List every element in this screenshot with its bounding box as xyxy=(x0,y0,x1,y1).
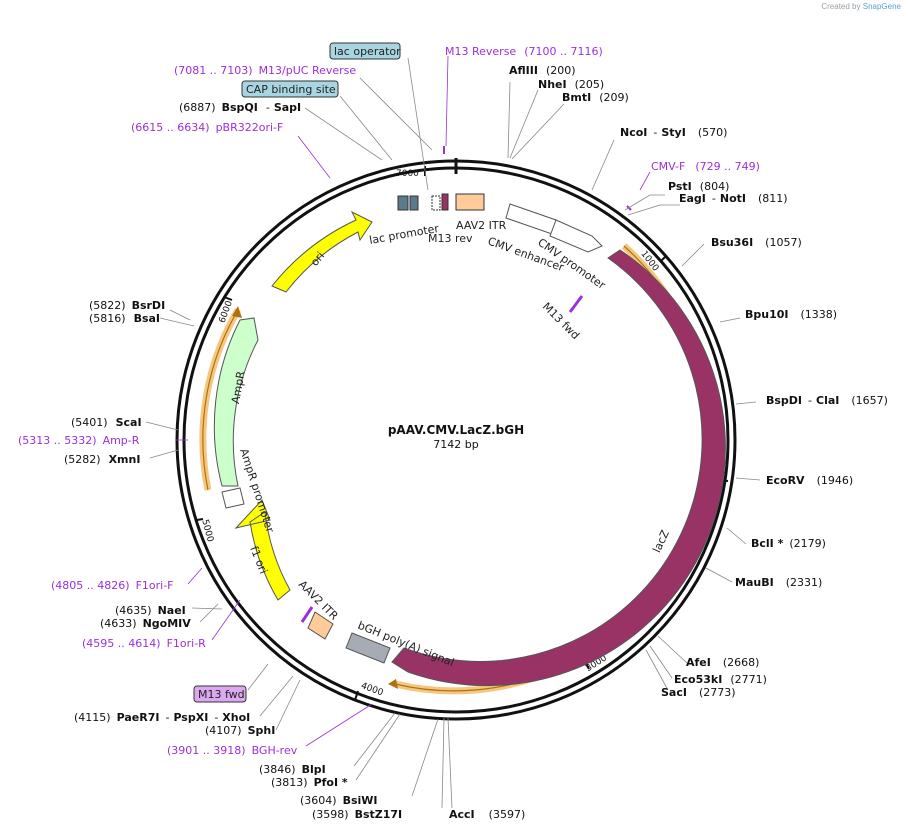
cap-feature xyxy=(409,195,419,211)
enzyme-blpi: (3846)BlpI xyxy=(259,763,326,776)
enzyme-bmti: BmtI(209) xyxy=(562,91,629,104)
primer-cmv-f: CMV-F(729 .. 749) xyxy=(651,160,760,173)
primer-leader-lines xyxy=(176,55,651,747)
enzyme-pfoi: (3813)PfoI * xyxy=(271,776,348,789)
ori-feature xyxy=(271,210,373,293)
primer-f1ori-f: (4805 .. 4826)F1ori-F xyxy=(51,579,174,592)
credit-prefix: Created by xyxy=(821,2,861,11)
ampr-feature xyxy=(213,317,259,487)
enzyme-psti: PstI(804) xyxy=(668,180,729,193)
primer-f1ori-r: (4595 .. 4614)F1ori-R xyxy=(82,637,206,650)
primer-m13-puc-reverse: (7081 .. 7103)M13/pUC Reverse xyxy=(174,64,356,77)
cap-binding-site-box-label: CAP binding site xyxy=(246,83,336,96)
snapgene-logo: SnapGene xyxy=(862,2,901,11)
plasmid-size: 7142 bp xyxy=(433,438,478,451)
primer-amp-r: (5313 .. 5332)Amp-R xyxy=(18,434,140,447)
enzyme-bstz17i: (3598)BstZ17I xyxy=(312,808,402,821)
enzyme-ngomiv: (4633)NgoMIV xyxy=(100,617,191,630)
enzyme-sphi: (4107)SphI xyxy=(205,724,275,737)
enzyme-bpu10i: Bpu10I(1338) xyxy=(745,308,837,321)
enzyme-paer7i-pspxi-xhoi: (4115)PaeR7I-PspXI-XhoI xyxy=(74,711,250,724)
enzyme-eco53ki: Eco53kI(2771) xyxy=(674,673,767,686)
aav2-itr-top-feature xyxy=(455,193,485,211)
enzyme-saci: SacI(2773) xyxy=(661,686,736,699)
ampr-promoter-feature xyxy=(221,487,245,509)
lac-operator-box xyxy=(329,42,401,60)
bgh-polya-feature xyxy=(345,632,391,664)
enzyme-bsrdi: (5822)BsrDI xyxy=(89,299,165,312)
primer-m13-reverse: M13 Reverse(7100 .. 7116) xyxy=(445,45,603,58)
enzyme-maubi: MauBI(2331) xyxy=(735,576,822,589)
m13-fwd-box xyxy=(193,685,247,703)
m13-fwd-box-label: M13 fwd xyxy=(198,688,245,701)
primer-bgh-rev: (3901 .. 3918)BGH-rev xyxy=(167,744,298,757)
m13-rev-label: M13 rev xyxy=(428,232,473,245)
enzyme-xmni: (5282)XmnI xyxy=(64,453,140,466)
lacz-label: lacZ xyxy=(650,528,672,555)
cmv-enhancer-feature xyxy=(505,203,557,235)
enzyme-eagi-noti: EagI-NotI(811) xyxy=(679,192,788,205)
aav2-itr-top-label: AAV2 ITR xyxy=(456,219,507,232)
lac-operator-feature xyxy=(431,195,441,211)
snapgene-credit: Created by SnapGene xyxy=(821,2,901,11)
m13-rev-feature xyxy=(441,193,449,211)
enzyme-bsiwi: (3604)BsiWI xyxy=(300,794,378,807)
lacz-orf-arrowhead xyxy=(388,679,398,689)
aav2-itr-bottom-feature xyxy=(307,611,334,640)
plasmid-name: pAAV.CMV.LacZ.bGH xyxy=(388,423,524,437)
enzyme-bsu36i: Bsu36I(1057) xyxy=(711,236,802,249)
enzyme-ncoi-styi: NcoI-StyI(570) xyxy=(620,126,727,139)
leader-lines xyxy=(145,57,761,809)
ampr-label: AmpR xyxy=(229,370,248,405)
lac-promoter-feature xyxy=(397,195,409,211)
f1-ori-feature xyxy=(234,499,291,601)
enzyme-nhei: NheI(205) xyxy=(538,78,604,91)
m13-fwd-inner-primer xyxy=(300,606,314,623)
cap-binding-site-box xyxy=(241,80,339,98)
enzyme-afei: AfeI(2668) xyxy=(686,656,759,669)
enzyme-scai: (5401)ScaI xyxy=(71,416,142,429)
enzyme-naei: (4635)NaeI xyxy=(115,604,186,617)
enzyme-bsai: (5816)BsaI xyxy=(89,312,160,325)
cmv-promoter-feature xyxy=(549,219,603,253)
enzyme-bspqi-sapi: (6887)BspQI-SapI xyxy=(179,101,301,114)
m13-fwd-inner-arrow xyxy=(568,295,584,313)
enzyme-afliii: AflIII(200) xyxy=(509,64,576,77)
lac-operator-box-label: lac operator xyxy=(334,45,401,58)
primer-pbr322ori-f: (6615 .. 6634)pBR322ori-F xyxy=(131,121,283,134)
enzyme-bspdi-clai: BspDI-ClaI(1657) xyxy=(766,394,888,407)
enzyme-bcli: BclI *(2179) xyxy=(751,537,826,550)
enzyme-acci: AccI(3597) xyxy=(449,808,525,821)
lacz-feature-arrow xyxy=(391,249,726,687)
tick-7000: 7000 xyxy=(396,169,419,179)
ampr-orf-arrowhead xyxy=(232,306,242,318)
enzyme-ecorv: EcoRV(1946) xyxy=(766,474,853,487)
ampr-orf-line xyxy=(202,309,239,491)
